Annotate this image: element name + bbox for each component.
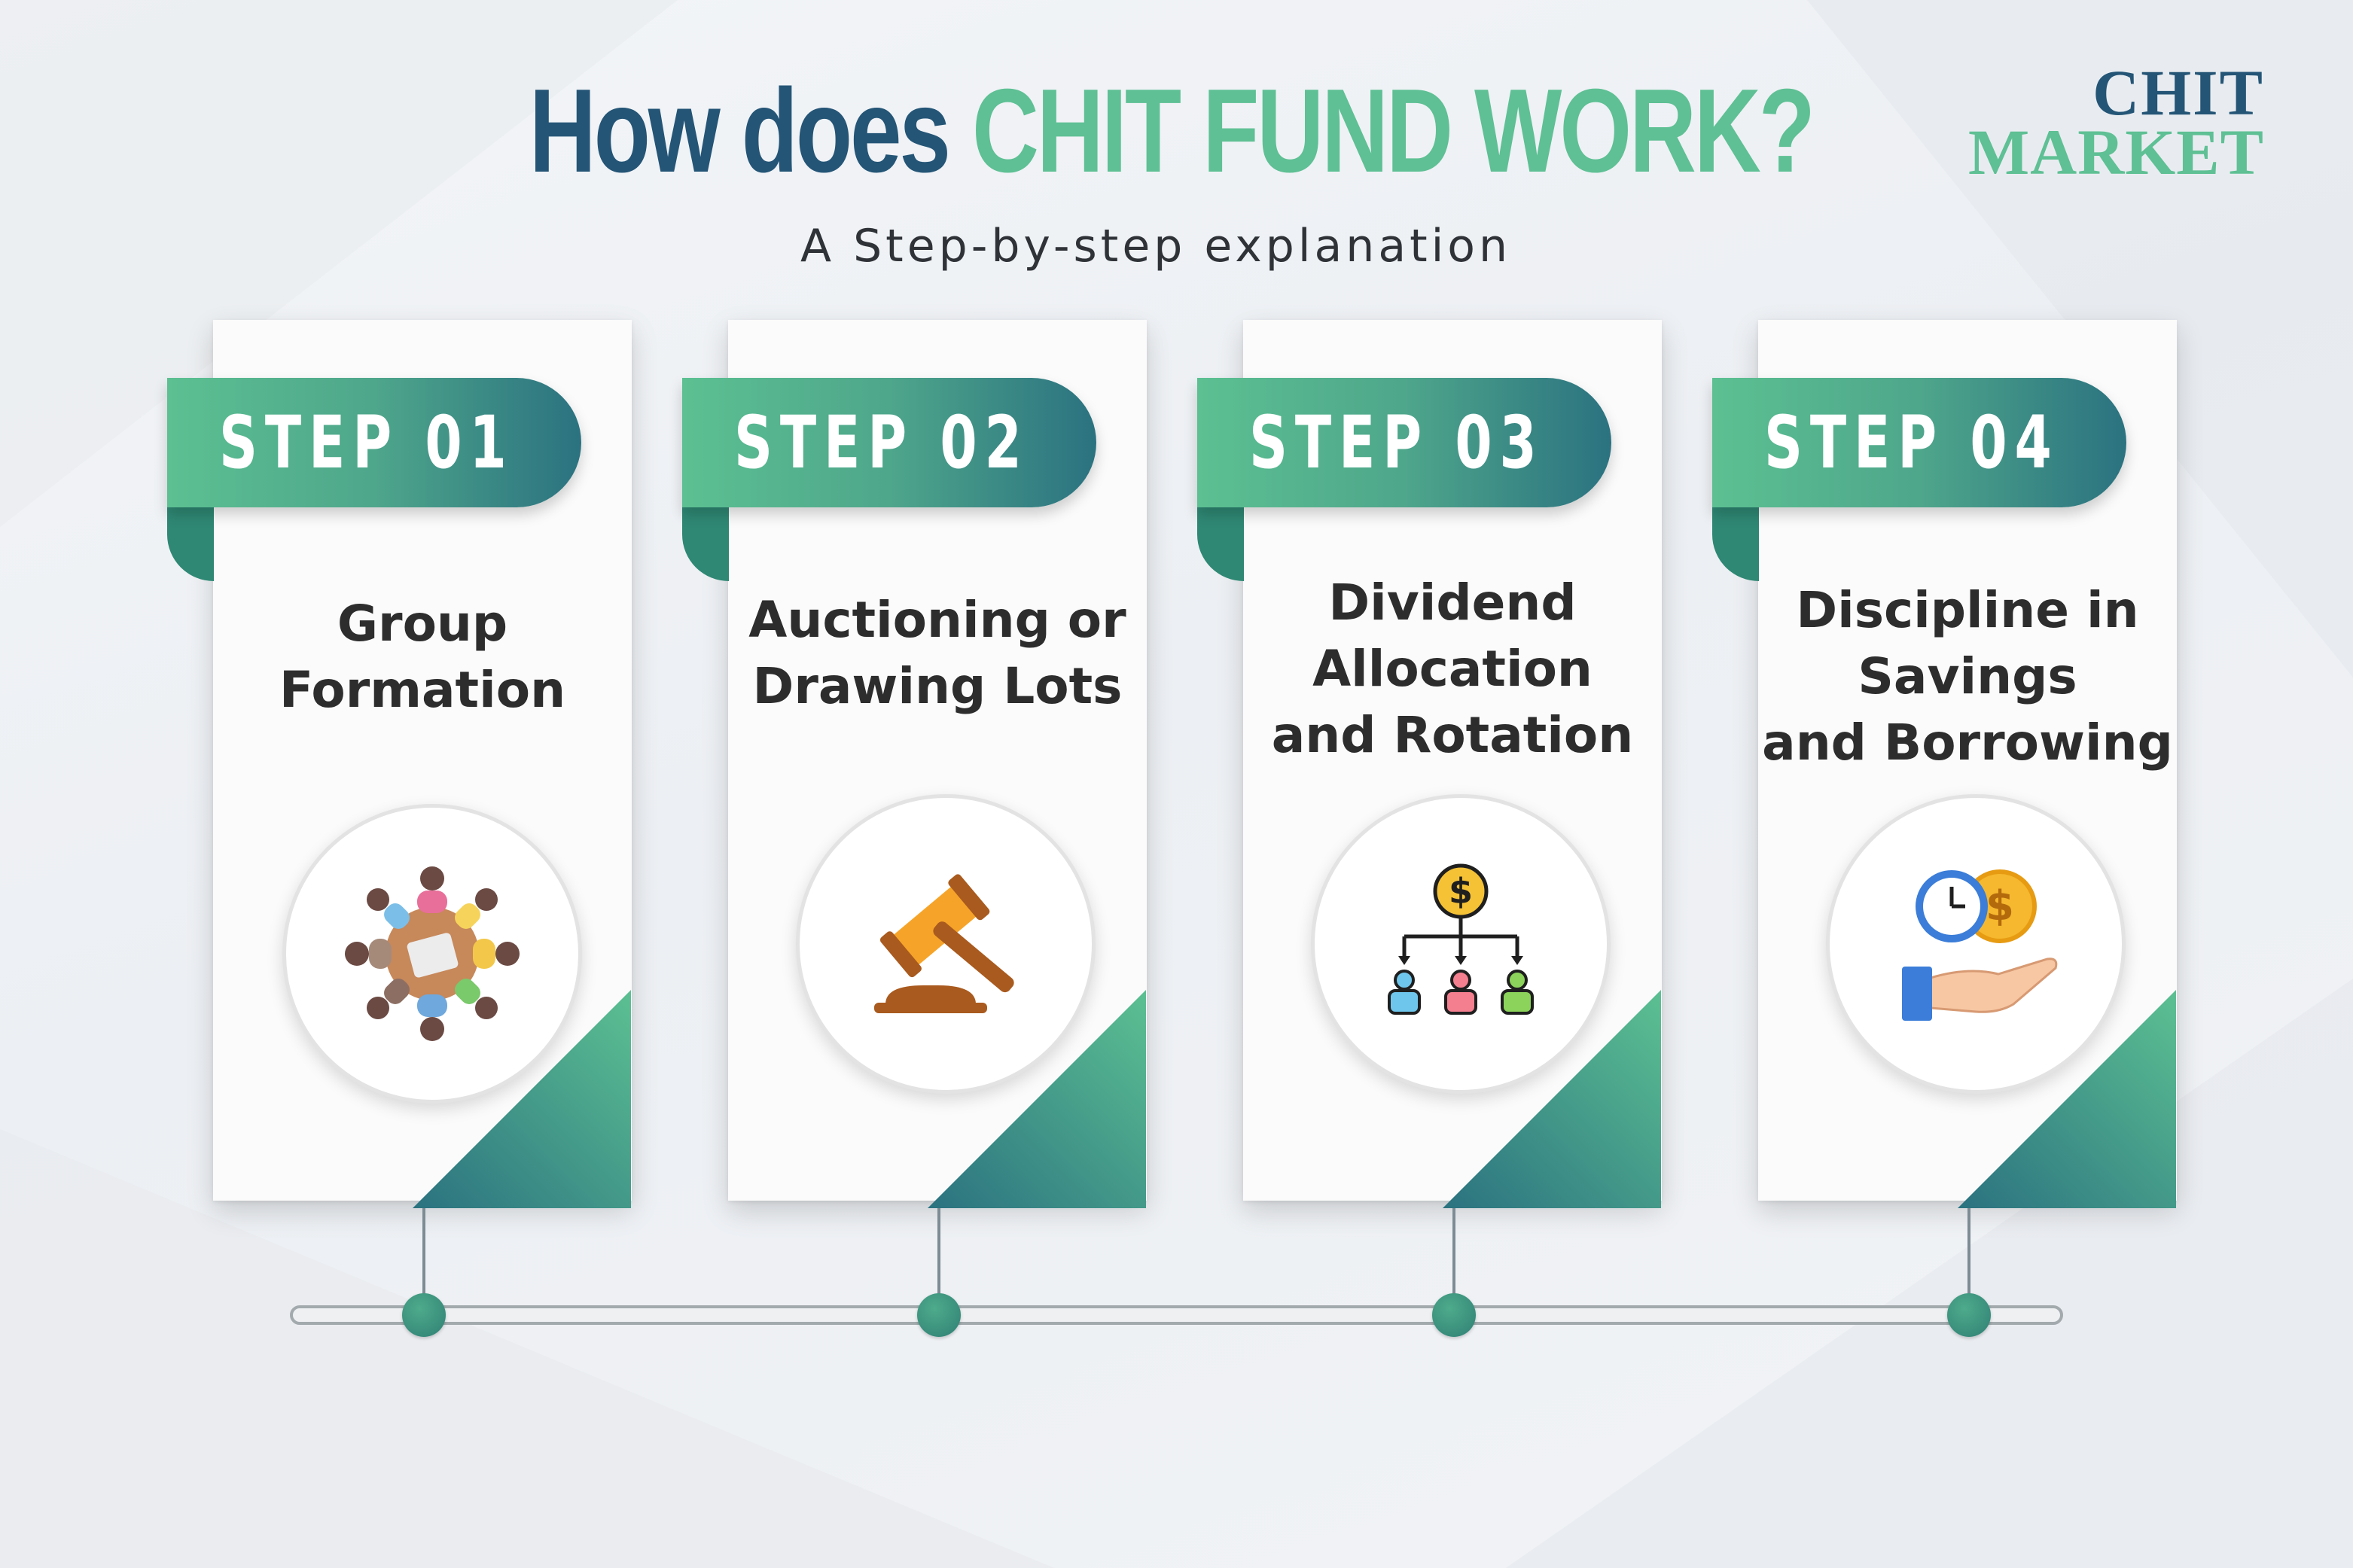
step-icon-circle-4: $: [1826, 794, 2126, 1094]
gavel-icon: [874, 874, 1014, 1013]
timeline-dot-1: [402, 1293, 446, 1337]
svg-text:$: $: [1449, 871, 1473, 912]
step-ribbon-2: STEP 02: [682, 378, 1096, 507]
clock-coin-hand-icon: $: [1902, 869, 2058, 1021]
ribbon-tail-4: [1712, 503, 1759, 581]
timeline-dot-2: [917, 1293, 961, 1337]
logo-line-1: CHIT: [2092, 56, 2264, 129]
title-highlight: CHIT FUND WORK?: [971, 65, 1815, 197]
timeline-bar: [290, 1305, 2063, 1325]
page-subtitle: A Step-by-step explanation: [800, 220, 1512, 272]
step-ribbon-1: STEP 01: [167, 378, 581, 507]
connector-4: [1967, 1208, 1970, 1314]
corner-fold-3: [1443, 990, 1661, 1208]
timeline-dot-3: [1432, 1293, 1476, 1337]
step-icon-circle-2: [796, 794, 1096, 1094]
step-label-2: STEP 02: [734, 400, 1029, 485]
logo-line-2: MARKET: [1968, 116, 2264, 189]
connector-3: [1452, 1208, 1455, 1314]
step-label-3: STEP 03: [1249, 400, 1544, 485]
ribbon-tail-3: [1197, 503, 1244, 581]
step-ribbon-3: STEP 03: [1197, 378, 1611, 507]
step-label-1: STEP 01: [219, 400, 514, 485]
page-title: How does CHIT FUND WORK?: [254, 72, 2089, 190]
step-icon-circle-3: $: [1311, 794, 1611, 1094]
corner-fold-1: [413, 990, 631, 1208]
svg-text:$: $: [1986, 882, 2014, 930]
step-title-1: Group Formation: [279, 595, 566, 719]
ribbon-tail-2: [682, 503, 729, 581]
brand-logo: CHIT MARKET: [1968, 56, 2264, 189]
step-label-4: STEP 04: [1764, 400, 2059, 485]
ribbon-tail-1: [167, 503, 214, 581]
timeline-dot-4: [1947, 1293, 1991, 1337]
title-lead: How does: [529, 65, 972, 197]
connector-1: [422, 1208, 425, 1314]
corner-fold-2: [928, 990, 1146, 1208]
people-circle-icon: [345, 866, 520, 1041]
connector-2: [937, 1208, 940, 1314]
step-title-2: Auctioning or Drawing Lots: [748, 591, 1126, 715]
dividend-distribution-icon: $: [1388, 863, 1534, 1015]
corner-fold-4: [1958, 990, 2176, 1208]
step-icon-circle-1: [282, 804, 582, 1104]
step-title-3: Dividend Allocation and Rotation: [1271, 574, 1634, 764]
step-ribbon-4: STEP 04: [1712, 378, 2126, 507]
step-title-4: Discipline in Savings and Borrowing: [1762, 581, 2173, 772]
